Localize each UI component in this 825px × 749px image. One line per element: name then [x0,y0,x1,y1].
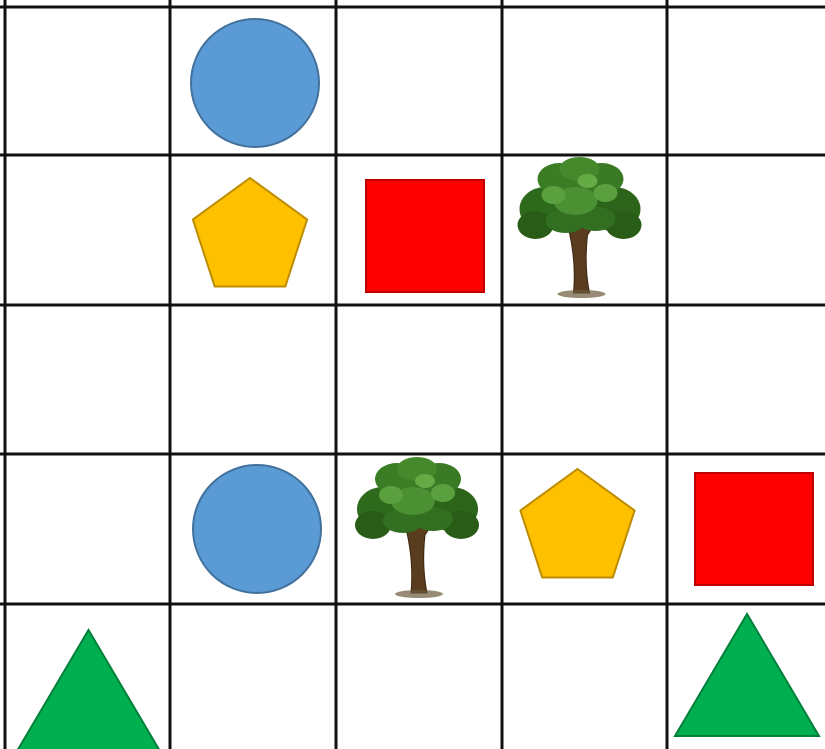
grid-cell-r0-c3[interactable] [502,7,667,155]
grid-cell-r1-c4[interactable] [667,155,825,305]
blue-circle-piece [193,465,321,593]
grid-cell-r0-c4[interactable] [667,7,825,155]
red-square-piece [366,180,484,292]
grid-cell-r1-c0[interactable] [5,155,170,305]
grid-cell-r4-c1[interactable] [170,604,336,749]
grid-cell-r3-c0[interactable] [5,454,170,604]
grid-cell-r2-c0[interactable] [5,305,170,454]
grid-cell-r4-c2[interactable] [336,604,502,749]
red-square-piece [695,473,813,585]
grid-cells [5,7,825,749]
blue-circle-piece [191,19,319,147]
grid-cell-r2-c3[interactable] [502,305,667,454]
grid-cell-r2-c2[interactable] [336,305,502,454]
grid-cell-r0-c2[interactable] [336,7,502,155]
grid-cell-r2-c1[interactable] [170,305,336,454]
grid-cell-r2-c4[interactable] [667,305,825,454]
grid-cell-r4-c3[interactable] [502,604,667,749]
grid-cell-r0-c0[interactable] [5,7,170,155]
